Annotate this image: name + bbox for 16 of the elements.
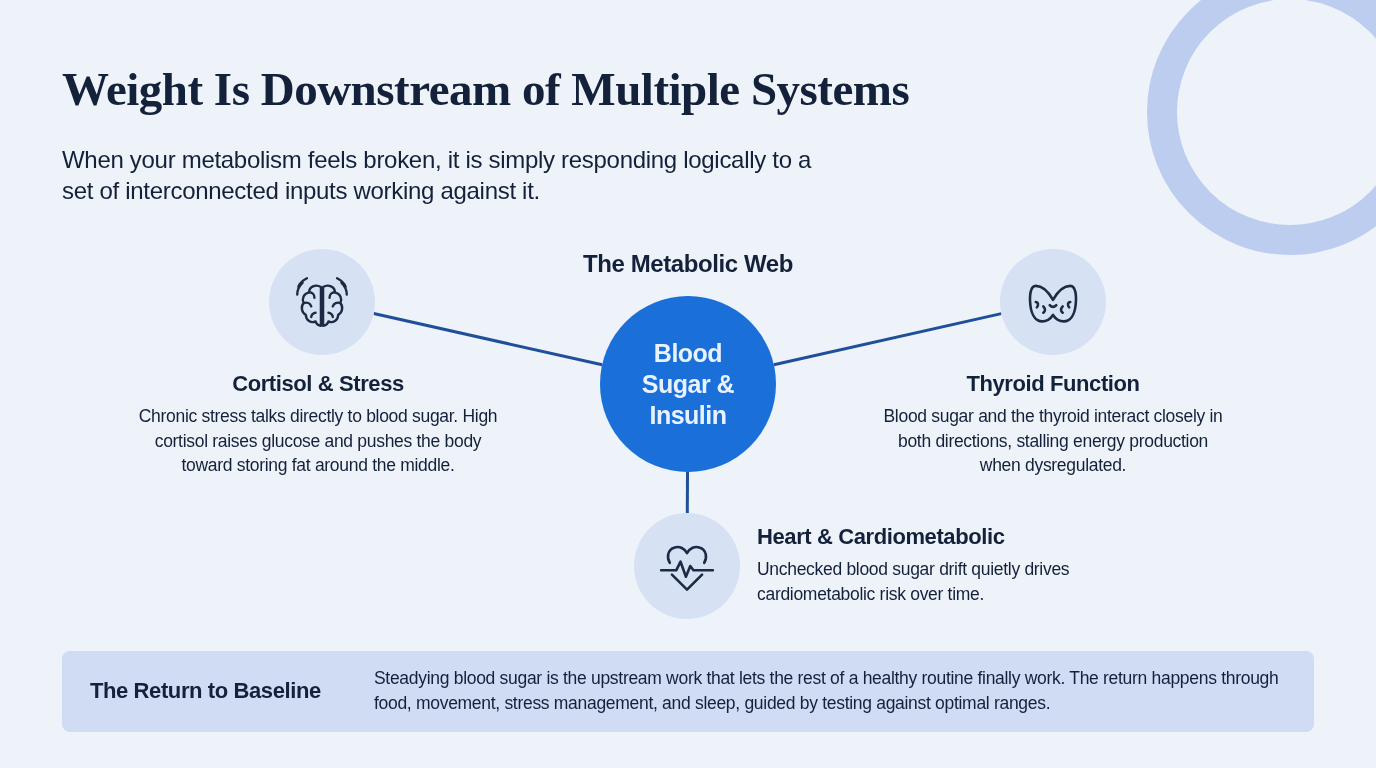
title: Weight Is Downstream of Multiple Systems: [62, 62, 910, 116]
item-heading: Thyroid Function: [965, 371, 1141, 397]
item-description: Unchecked blood sugar drift quietly drives cardiometabolic risk over time.: [757, 558, 1071, 606]
connector-line: [373, 312, 603, 367]
section-heading: The Metabolic Web: [581, 250, 795, 278]
band-text: Steadying blood sugar is the upstream work that lets the rest of a healthy routine finally work. The return happens through food, movement, stress management, and sleep, guided by testing against optimal ranges.: [374, 667, 1279, 715]
item-description: Blood sugar and the thyroid interact closely in both directions, stalling energy production when dysregulated.: [882, 405, 1224, 477]
item-heading: Heart & Cardiometabolic: [757, 524, 1006, 550]
band-heading: The Return to Baseline: [90, 678, 321, 704]
item-heading: Cortisol & Stress: [231, 371, 405, 397]
connector-line: [773, 312, 1002, 367]
item-description: Chronic stress talks directly to blood sugar. High cortisol raises glucose and pushes the body toward storing fat around the middle.: [137, 405, 499, 477]
callout-band: [62, 651, 1314, 732]
subtitle: When your metabolism feels broken, it is simply responding logically to a set of interconnected inputs working against it.: [62, 145, 813, 206]
connector-line: [685, 472, 689, 513]
hub-circle: Blood Sugar & Insulin: [600, 296, 776, 472]
